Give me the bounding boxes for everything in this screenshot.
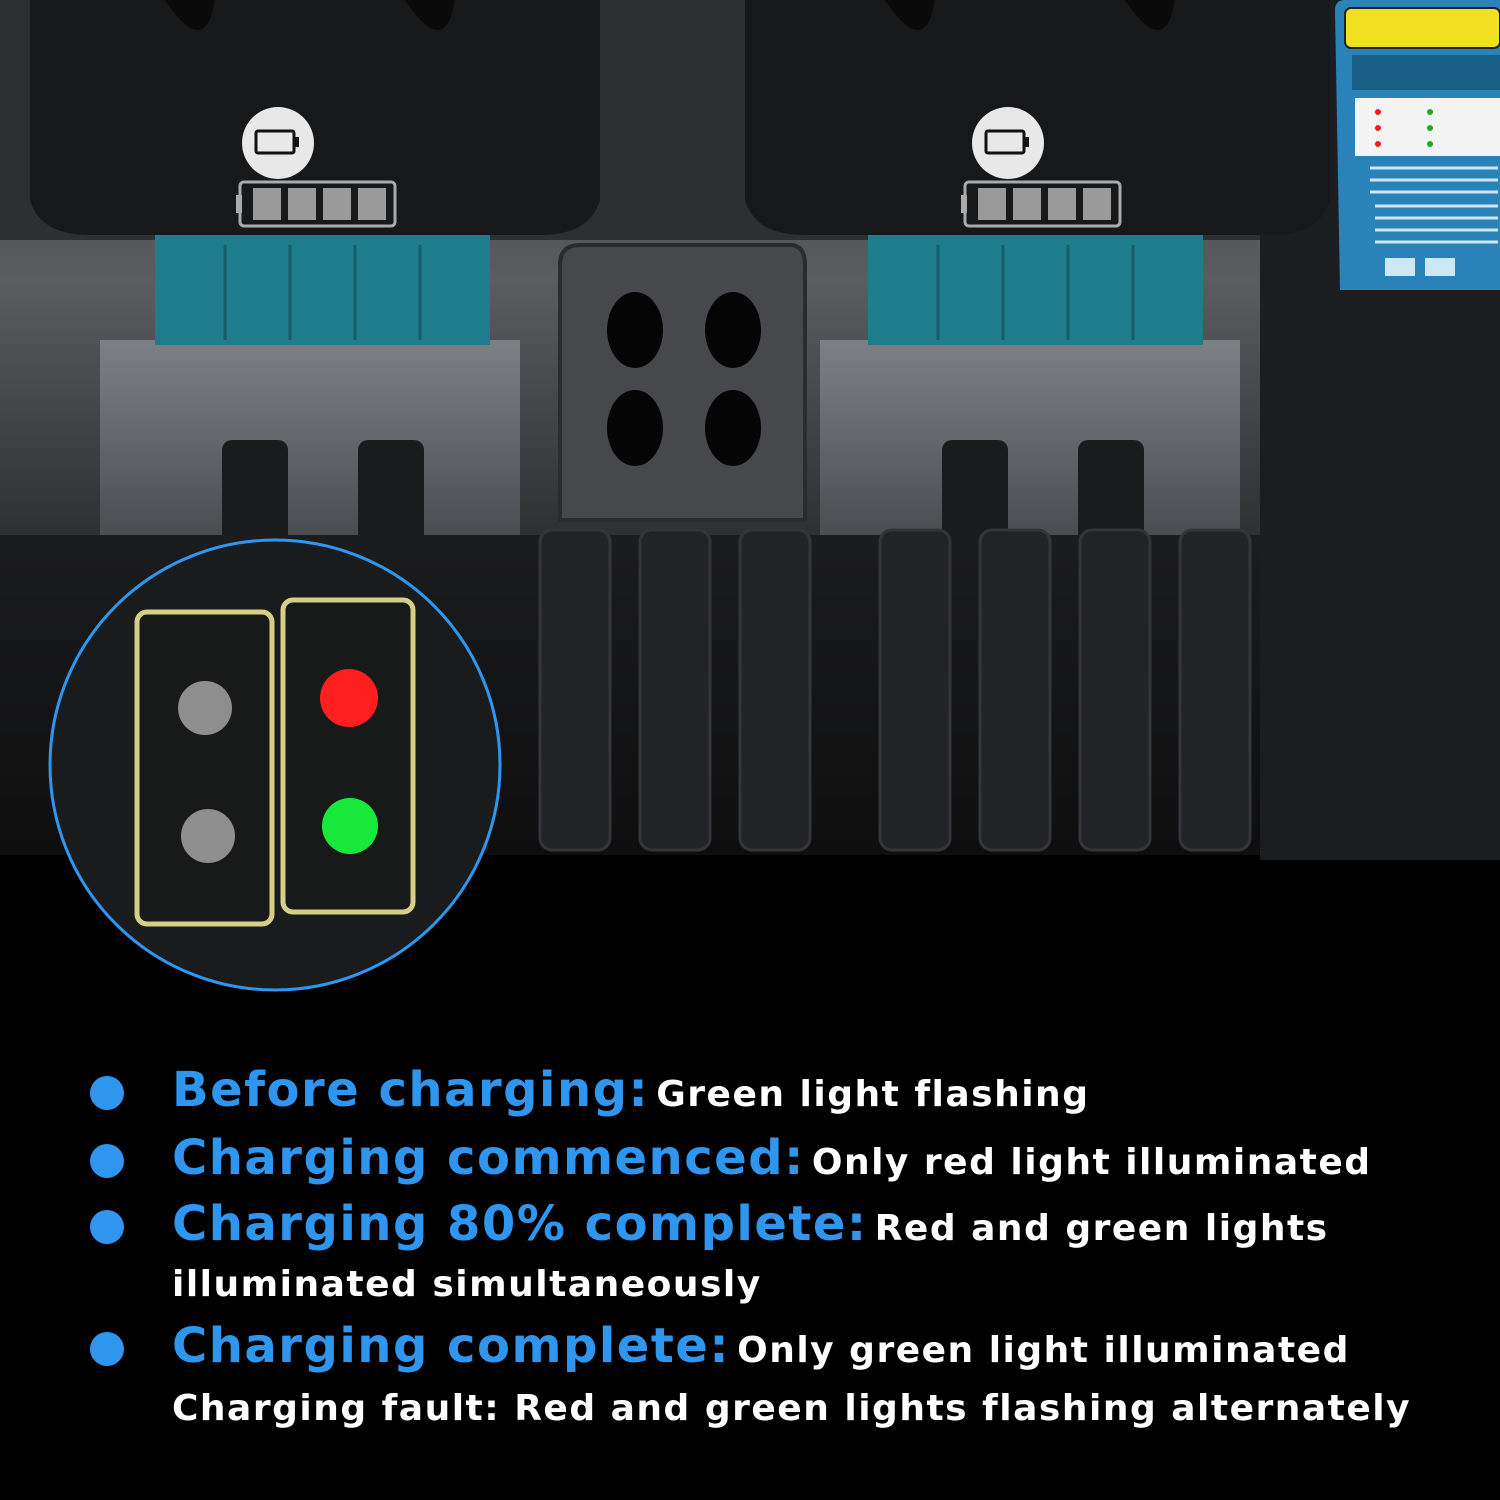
legend-desc: Red and green lights	[874, 1208, 1329, 1249]
legend-desc: Green light flashing	[656, 1074, 1090, 1115]
bullet-icon	[90, 1076, 124, 1110]
battery-pack-left	[30, 0, 600, 345]
battery-icon	[242, 107, 314, 179]
battery-pack-right	[745, 0, 1330, 345]
legend-continuation: Charging fault: Red and green lights fla…	[172, 1388, 1412, 1429]
legend-desc: Only green light illuminated	[737, 1330, 1350, 1371]
legend-lead: Before charging:	[172, 1062, 650, 1118]
legend-lead: Charging complete:	[172, 1318, 731, 1374]
bullet-icon	[90, 1144, 124, 1178]
rating-label	[1335, 0, 1500, 290]
status-legend: Before charging: Green light flashing Ch…	[0, 1050, 1500, 1470]
charger-photo-illustration	[0, 0, 1500, 992]
indicator-led-icon	[322, 798, 378, 854]
bullet-icon	[90, 1332, 124, 1366]
indicator-led-icon	[181, 809, 235, 863]
battery-icon	[972, 107, 1044, 179]
legend-continuation: illuminated simultaneously	[172, 1264, 762, 1305]
fuel-gauge-icon	[236, 180, 397, 228]
indicator-led-icon	[178, 681, 232, 735]
legend-lead: Charging commenced:	[172, 1130, 805, 1186]
legend-lead: Charging 80% complete:	[172, 1196, 868, 1252]
led-zoom-callout	[48, 538, 502, 992]
bullet-icon	[90, 1210, 124, 1244]
indicator-led-icon	[320, 669, 378, 727]
legend-desc: Only red light illuminated	[811, 1142, 1372, 1183]
fuel-gauge-icon	[961, 180, 1122, 228]
vent-panel	[558, 243, 807, 522]
